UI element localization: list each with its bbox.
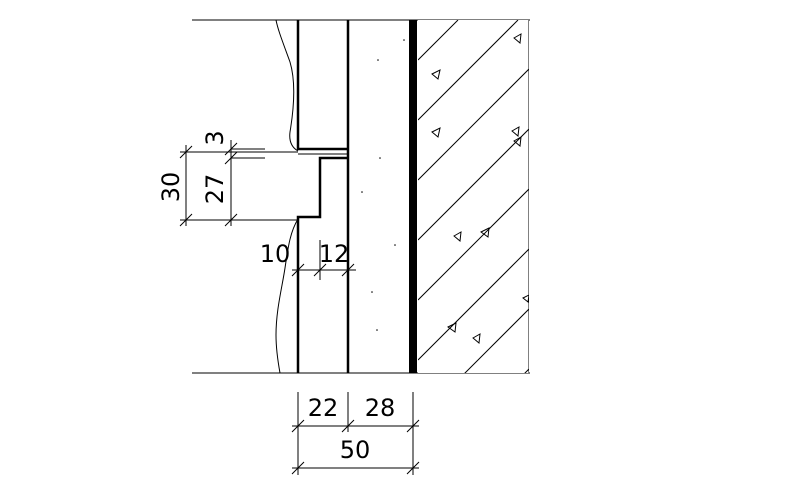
dim-label-step-depth: 10 — [260, 240, 291, 268]
aggregate-marks — [431, 33, 529, 344]
dim-label-layer-b: 28 — [365, 394, 396, 422]
dim-label-gap: 3 — [201, 130, 229, 145]
dim-label-total-thickness: 50 — [340, 436, 371, 464]
thickness-dimension-lines — [291, 392, 420, 475]
dim-label-tongue-depth: 12 — [319, 240, 350, 268]
joint-dimension-lines — [179, 140, 298, 227]
concrete-wall-hatch — [418, 20, 529, 373]
membrane-layer — [409, 20, 417, 373]
dim-label-layer-a: 22 — [308, 394, 339, 422]
step-dimension-lines — [291, 240, 356, 280]
dim-label-joint-inner: 27 — [201, 174, 229, 205]
break-line-upper — [275, 19, 299, 152]
break-line-lower — [275, 218, 299, 374]
mortar-specks — [361, 39, 405, 331]
dim-label-joint-total: 30 — [157, 172, 185, 203]
upper-tile-outline — [296, 20, 348, 151]
